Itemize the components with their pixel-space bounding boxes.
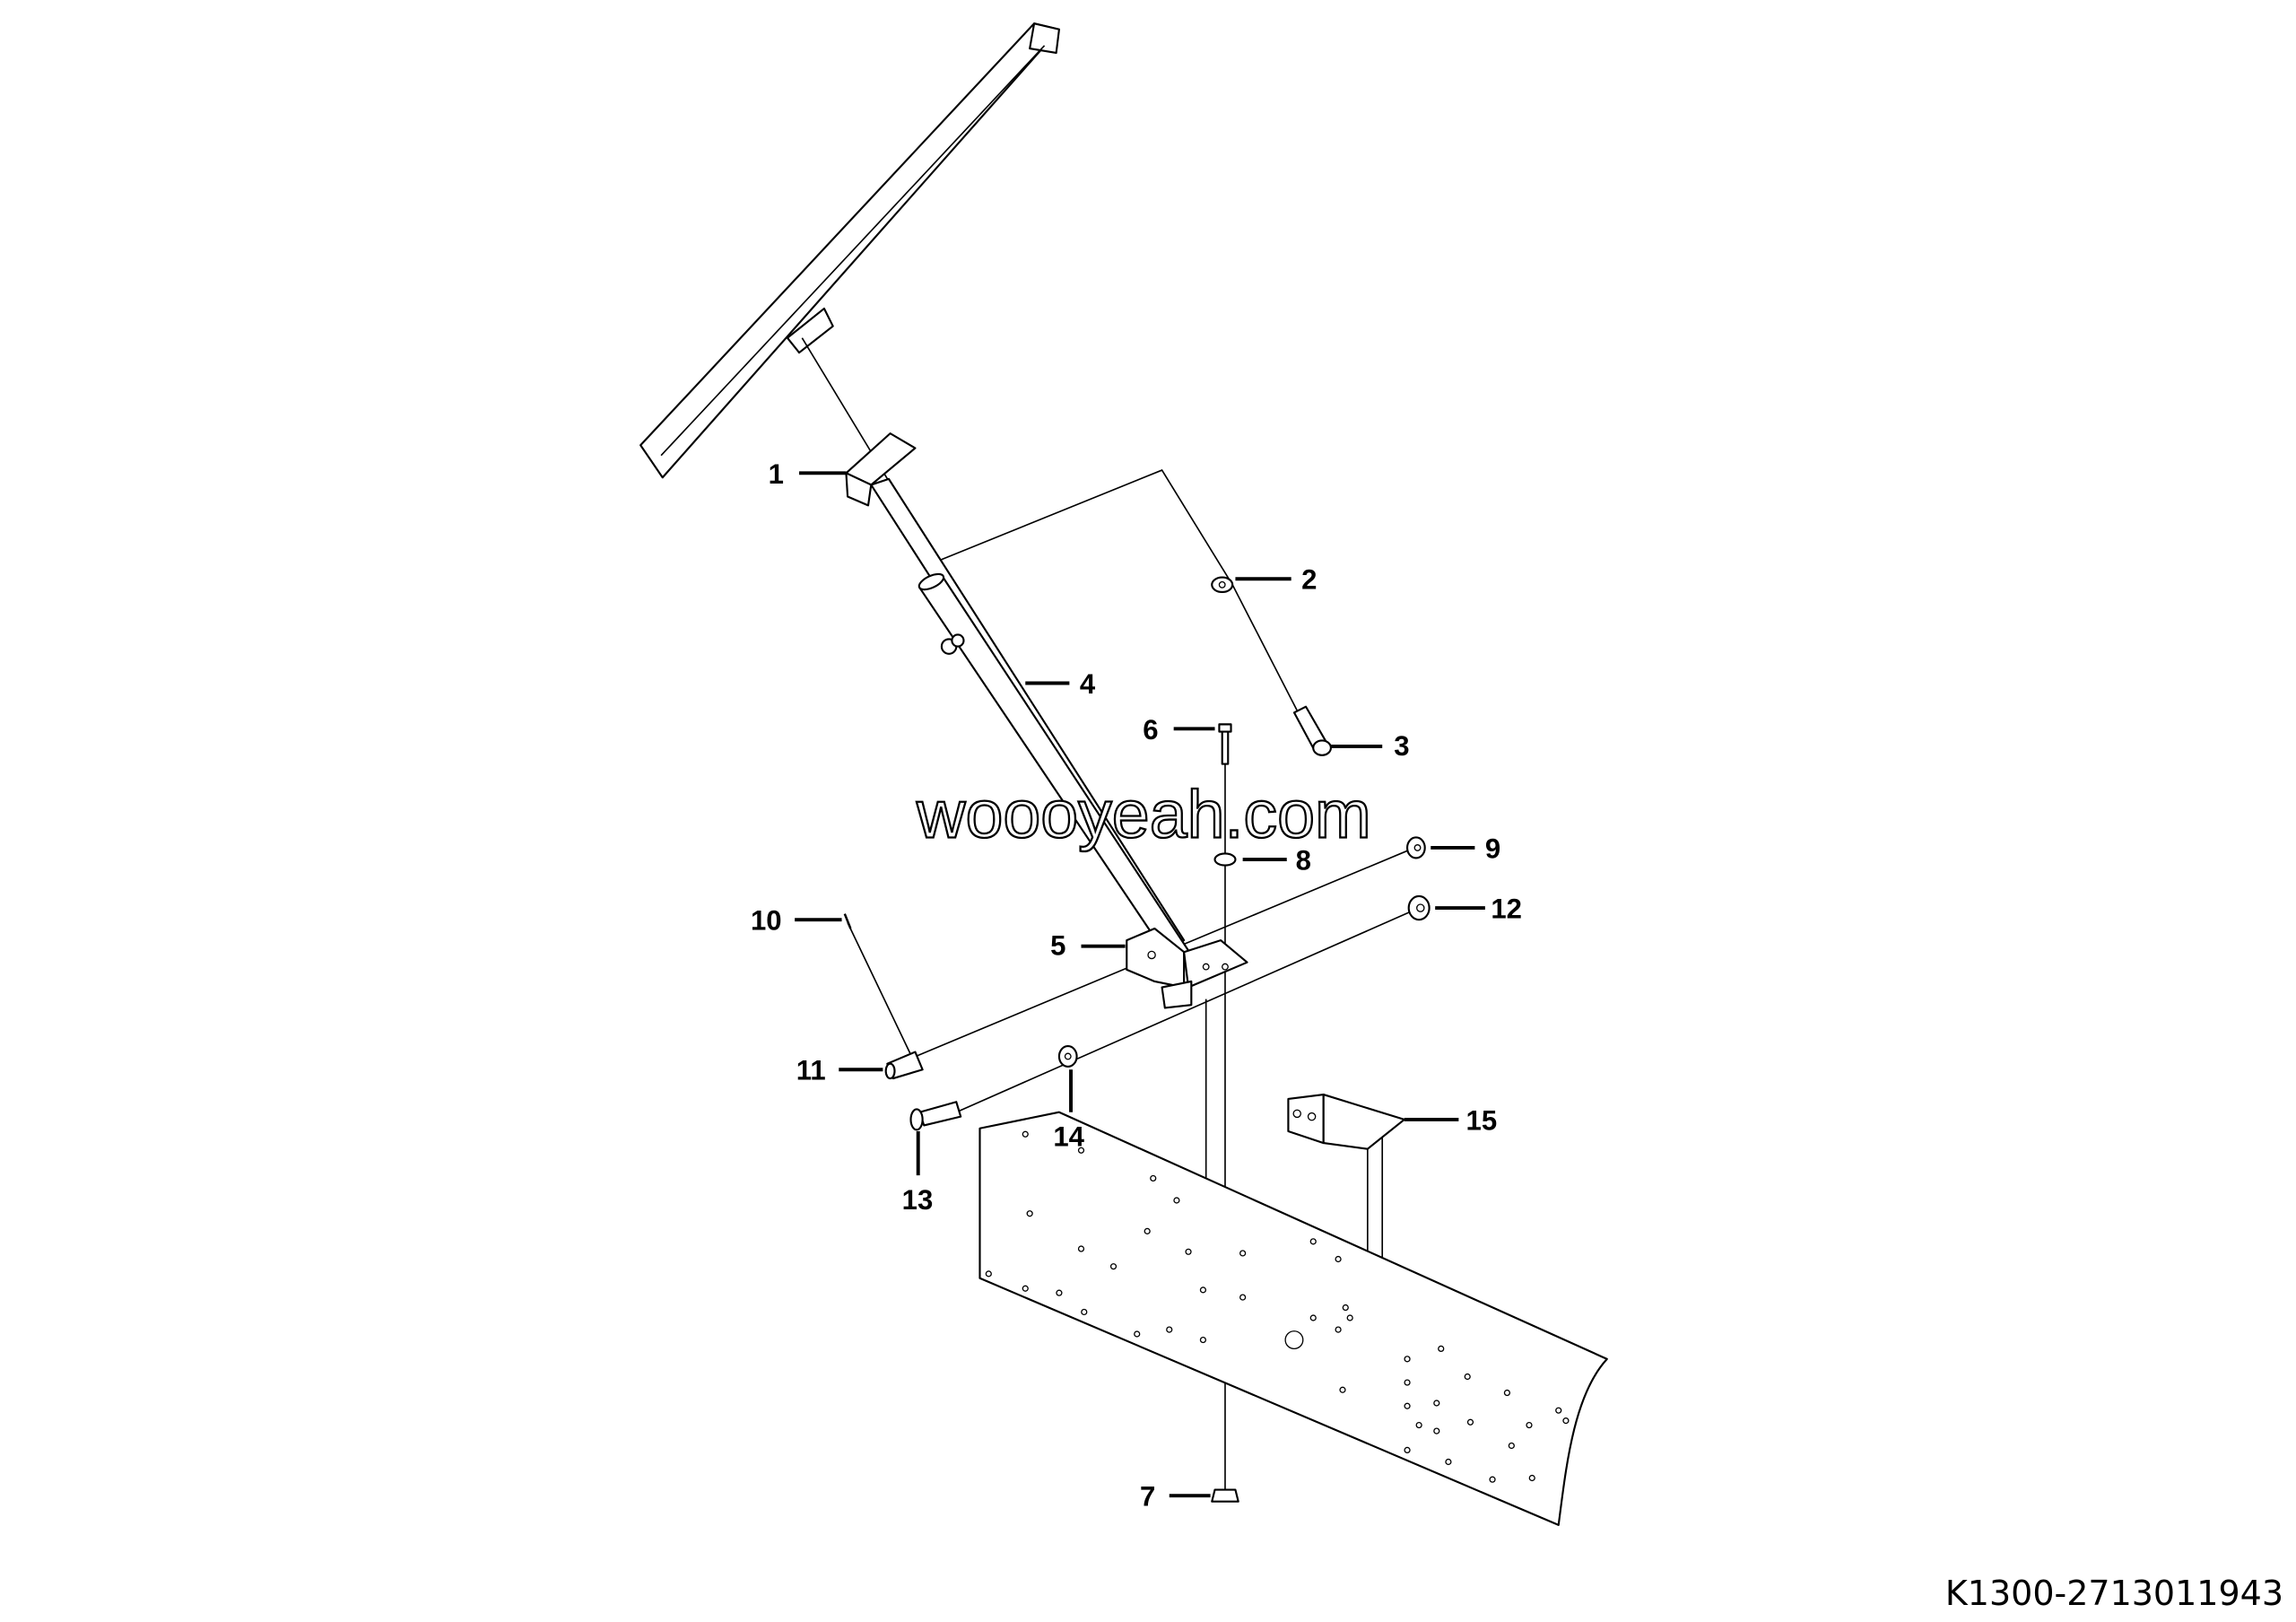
callout-7: 7 xyxy=(1140,1481,1155,1513)
panel-hole xyxy=(1199,1286,1207,1294)
callout-13: 13 xyxy=(902,1184,934,1216)
panel-hole xyxy=(1466,1418,1474,1426)
callout-5: 5 xyxy=(1050,929,1065,961)
callout-labels: 1 2 3 4 5 6 7 8 9 10 11 12 13 14 15 xyxy=(751,458,1522,1513)
panel-hole xyxy=(1489,1476,1496,1483)
panel-hole xyxy=(1346,1314,1353,1321)
panel-hole xyxy=(1415,1421,1422,1429)
callout-4: 4 xyxy=(1080,668,1096,700)
panel-hole xyxy=(1077,1245,1085,1252)
panel-hole xyxy=(1335,1326,1342,1333)
panel-hole xyxy=(1185,1248,1192,1255)
panel-hole xyxy=(1508,1442,1515,1450)
panel-hole xyxy=(1150,1174,1157,1182)
part-5-bracket xyxy=(1126,927,1248,1009)
callout-1: 1 xyxy=(769,458,784,490)
part-2-washer xyxy=(1211,576,1234,594)
panel-hole xyxy=(1404,1446,1411,1453)
panel-hole xyxy=(985,1270,992,1278)
panel-hole xyxy=(1526,1421,1533,1429)
callout-6: 6 xyxy=(1143,714,1158,746)
watermark: woooyeah.com xyxy=(916,776,1371,851)
callout-10: 10 xyxy=(751,905,782,937)
panel-hole xyxy=(1433,1427,1440,1435)
part-11-pin xyxy=(884,1051,924,1080)
panel-hole xyxy=(1342,1304,1349,1312)
part-12-nut xyxy=(1407,894,1431,921)
panel-hole xyxy=(1239,1294,1247,1301)
callout-3: 3 xyxy=(1394,730,1409,762)
callout-2: 2 xyxy=(1301,564,1317,596)
part-8-washer xyxy=(1213,852,1237,867)
callout-leaders xyxy=(795,471,1485,1498)
panel-hole xyxy=(1335,1255,1342,1263)
part-15-bracket xyxy=(1287,1094,1405,1150)
panel-hole xyxy=(1445,1458,1452,1466)
part-9-washer xyxy=(1405,836,1426,859)
panel-hole xyxy=(1173,1197,1180,1204)
base-panel xyxy=(978,1111,1608,1526)
part-3-bolt xyxy=(1292,705,1332,756)
panel-hole xyxy=(1081,1308,1088,1316)
callout-12: 12 xyxy=(1491,894,1522,925)
panel-hole xyxy=(1199,1336,1207,1344)
panel-hole xyxy=(1056,1289,1063,1296)
square-tube-frame xyxy=(639,22,1060,479)
callout-8: 8 xyxy=(1296,845,1311,876)
panel-hole xyxy=(1109,1263,1118,1270)
callout-9: 9 xyxy=(1485,833,1500,864)
panel-hole xyxy=(1309,1314,1317,1321)
panel-hole xyxy=(1239,1250,1247,1257)
panel-hole xyxy=(1503,1389,1511,1397)
part-14-washer xyxy=(1057,1044,1078,1068)
drawing-id: K1300-2713011943 xyxy=(1944,1574,2283,1613)
part-7-nut xyxy=(1211,1488,1239,1503)
panel-hole xyxy=(1134,1330,1141,1338)
callout-11: 11 xyxy=(796,1055,826,1086)
panel-hole xyxy=(1404,1379,1411,1386)
panel-hole xyxy=(1026,1210,1033,1217)
part-6-bolt xyxy=(1218,723,1232,765)
panel-hole xyxy=(1022,1285,1029,1292)
callout-14: 14 xyxy=(1053,1121,1084,1152)
panel-hole xyxy=(1404,1402,1411,1409)
part-10-pin xyxy=(843,913,852,929)
panel-hole xyxy=(1464,1373,1471,1381)
part-13-bolt xyxy=(909,1101,962,1131)
panel-hole xyxy=(1433,1400,1440,1407)
panel-hole xyxy=(1077,1147,1085,1154)
panel-hole xyxy=(1438,1345,1445,1352)
panel-hole xyxy=(1309,1238,1317,1245)
panel-hole xyxy=(1555,1407,1562,1414)
callout-15: 15 xyxy=(1466,1104,1498,1136)
panel-hole xyxy=(1166,1326,1173,1333)
panel-hole xyxy=(1339,1386,1346,1393)
panel-hole xyxy=(1528,1474,1535,1482)
part-1-bracket xyxy=(845,432,917,507)
panel-hole xyxy=(1404,1356,1411,1363)
panel-hole xyxy=(1022,1130,1029,1138)
panel-hole xyxy=(1144,1227,1151,1234)
panel-hole xyxy=(1562,1417,1570,1425)
